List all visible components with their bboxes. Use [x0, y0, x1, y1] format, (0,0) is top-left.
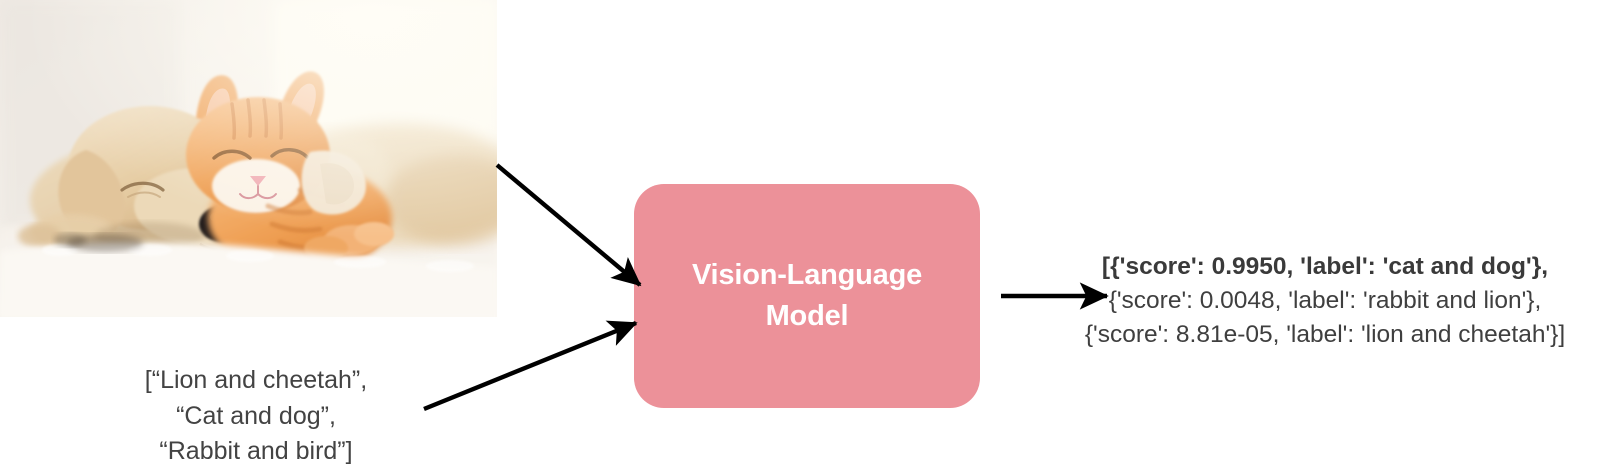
- arrow-prompt-to-model: [423, 320, 638, 412]
- output-line-1: [{'score': 0.9950, 'label': 'cat and dog…: [1101, 253, 1549, 280]
- candidate-labels-text: [“Lion and cheetah”, “Cat and dog”, “Rab…: [144, 366, 368, 465]
- model-output-block: [{'score': 0.9950, 'label': 'cat and dog…: [1060, 250, 1590, 351]
- input-image-puppy-and-kitten: [0, 0, 497, 317]
- photo-illustration: [0, 0, 497, 317]
- output-line-2: {'score': 0.0048, 'label': 'rabbit and l…: [1108, 286, 1542, 314]
- model-box-label: Vision-Language Model: [691, 258, 923, 332]
- arrow-image-to-model: [495, 163, 642, 287]
- output-line-3: {'score': 8.81e-05, 'label': 'lion and c…: [1084, 320, 1566, 348]
- vision-language-model-box[interactable]: Vision-Language Model: [634, 184, 980, 408]
